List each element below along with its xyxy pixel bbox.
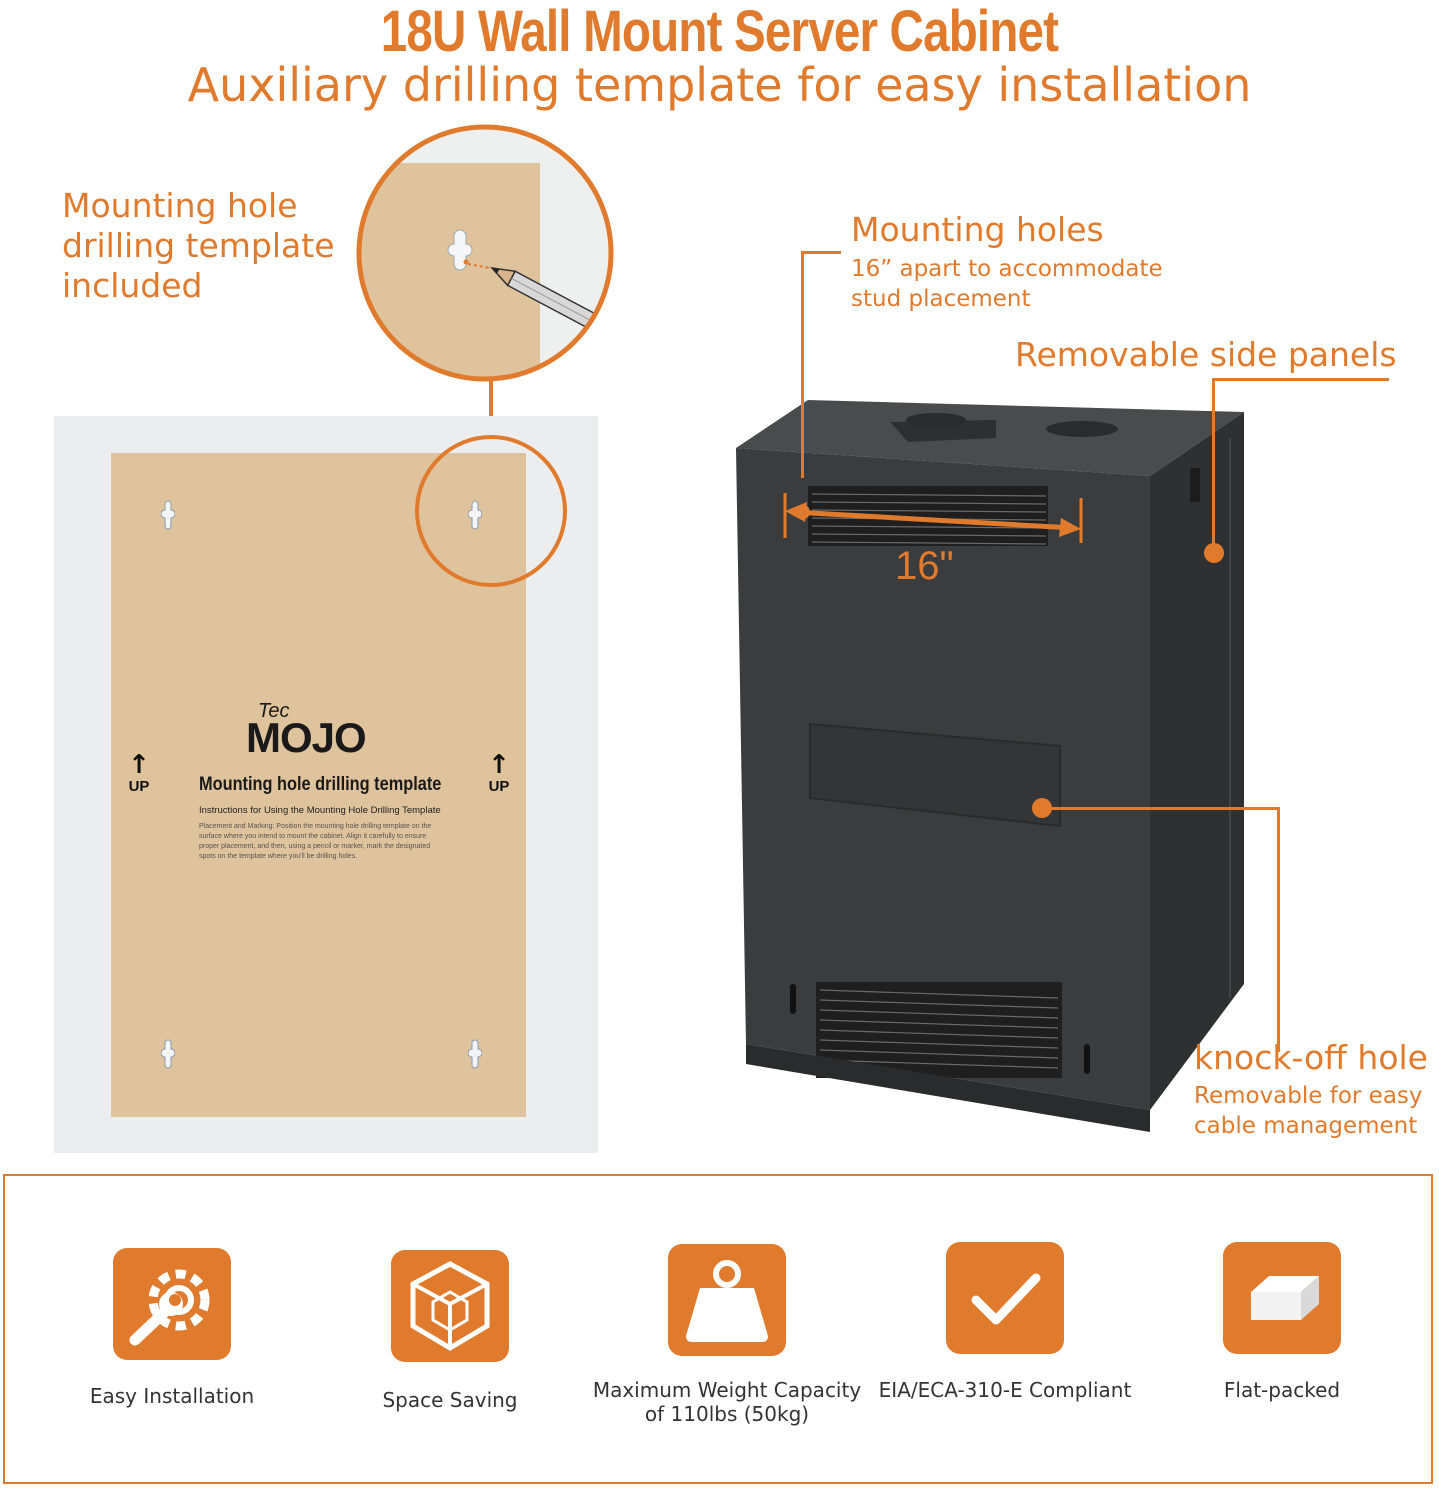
logo-small: Tec <box>258 700 290 722</box>
mounting-holes-title: Mounting holes <box>851 210 1104 249</box>
desc-line: Removable for easy <box>1194 1083 1423 1109</box>
feature-label: EIA/ECA-310-E Compliant <box>878 1378 1132 1402</box>
callout-line <box>801 252 804 478</box>
weight-icon <box>668 1244 786 1356</box>
up-arrow-left: ↑ UP <box>124 752 154 795</box>
callout-line <box>1277 807 1280 1052</box>
keyhole-icon <box>161 1039 175 1069</box>
keyhole-icon <box>468 500 482 530</box>
cube-icon <box>391 1250 509 1362</box>
server-cabinet-image <box>736 400 1244 1132</box>
arrow-up-icon: ↑ <box>128 750 150 780</box>
callout-line: Mounting hole <box>62 186 298 225</box>
knockoff-desc: Removable for easy cable management <box>1194 1081 1423 1141</box>
desc-line: cable management <box>1194 1113 1418 1139</box>
callout-line <box>1212 378 1215 550</box>
up-label: UP <box>488 778 510 795</box>
checkmark-icon <box>946 1242 1064 1354</box>
desc-line: 16” apart to accommodate <box>851 256 1163 282</box>
mounting-holes-desc: 16” apart to accommodate stud placement <box>851 254 1163 314</box>
page-subtitle: Auxiliary drilling template for easy ins… <box>187 58 1252 112</box>
feature-label: Space Saving <box>382 1388 518 1412</box>
brand-logo: MOJO <box>246 714 367 761</box>
callout-line: drilling template <box>62 226 335 265</box>
template-included-callout: Mounting hole drilling template included <box>62 186 335 306</box>
flat-box-icon <box>1223 1242 1341 1354</box>
keyhole-icon <box>468 1039 482 1069</box>
feature-label: Maximum Weight Capacity of 110lbs (50kg) <box>592 1378 862 1426</box>
spacing-arrow <box>783 493 1083 543</box>
callout-line <box>801 251 841 254</box>
template-heading: Mounting hole drilling template <box>199 774 442 795</box>
connector-line <box>489 380 493 432</box>
page-title: 18U Wall Mount Server Cabinet <box>380 0 1059 64</box>
arrow-up-icon: ↑ <box>488 750 510 780</box>
spacing-label: 16" <box>895 544 954 588</box>
template-subheading: Instructions for Using the Mounting Hole… <box>199 805 441 816</box>
up-arrow-right: ↑ UP <box>484 752 514 795</box>
callout-line <box>1042 807 1280 810</box>
callout-line <box>1212 378 1389 381</box>
knockoff-title: knock-off hole <box>1194 1038 1428 1077</box>
feature-label: Flat-packed <box>1223 1378 1341 1402</box>
callout-dot <box>1204 543 1224 563</box>
callout-line: included <box>62 266 203 305</box>
drilling-template <box>111 453 526 1117</box>
wrench-gear-icon <box>113 1248 231 1360</box>
up-label: UP <box>128 778 150 795</box>
features-panel <box>3 1174 1433 1484</box>
zoom-detail-circle <box>356 124 614 382</box>
side-panels-label: Removable side panels <box>1015 335 1397 374</box>
feature-label: Easy Installation <box>89 1384 255 1408</box>
desc-line: stud placement <box>851 286 1031 312</box>
keyhole-icon <box>161 500 175 530</box>
highlight-circle <box>415 435 567 587</box>
template-instructions: Placement and Marking: Position the moun… <box>199 823 432 860</box>
